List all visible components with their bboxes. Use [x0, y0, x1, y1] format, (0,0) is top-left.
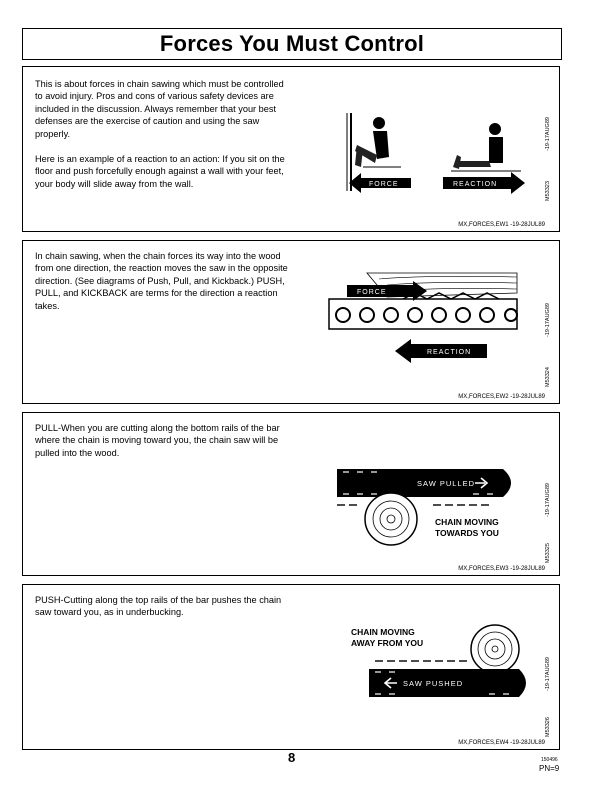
figure-date: -19-17AUG89 [545, 657, 551, 691]
reference-code: MX,FORCES,EW4 -19-28JUL89 [458, 740, 545, 746]
wall-push-illustration: FORCE REACTION [346, 113, 525, 194]
saw-pulled-illustration: SAW PULLED CHAIN MOVING TOWARDS YOU [337, 469, 511, 546]
chain-moving-label: CHAIN MOVING [351, 627, 415, 637]
force-label: FORCE [369, 181, 399, 188]
towards-you-label: TOWARDS YOU [435, 528, 499, 538]
paragraph: Here is an example of a reaction to an a… [35, 154, 285, 189]
section-forces-intro: This is about forces in chain sawing whi… [22, 66, 560, 232]
paragraph: This is about forces in chain sawing whi… [35, 79, 284, 139]
figure-id: M53326 [545, 717, 551, 737]
section-push: PUSH-Cutting along the top rails of the … [22, 584, 560, 750]
pn-label: PN=9 [539, 764, 560, 773]
figure-date: -19-17AUG89 [545, 303, 551, 337]
paragraph: PULL-When you are cutting along the bott… [35, 423, 280, 458]
chain-moving-label: CHAIN MOVING [435, 517, 499, 527]
section-chain-reaction: In chain sawing, when the chain forces i… [22, 240, 560, 404]
reaction-label: REACTION [427, 349, 471, 356]
saw-pushed-illustration: CHAIN MOVING AWAY FROM YOU SAW PUSHED [351, 624, 526, 697]
figure-id: M53323 [545, 181, 551, 201]
paragraph: In chain sawing, when the chain forces i… [35, 251, 288, 311]
reference-code: MX,FORCES,EW3 -19-28JUL89 [458, 566, 545, 572]
section-pull: PULL-When you are cutting along the bott… [22, 412, 560, 576]
saw-pushed-label: SAW PUSHED [403, 679, 463, 688]
chain-force-illustration: FORCE REACTION [328, 272, 518, 363]
figure-date: -19-17AUG89 [545, 483, 551, 517]
page-title: Forces You Must Control [159, 31, 425, 56]
paragraph: PUSH-Cutting along the top rails of the … [35, 595, 282, 618]
reference-code: MX,FORCES,EW1 -19-28JUL89 [458, 222, 545, 228]
force-label: FORCE [357, 289, 387, 296]
saw-pulled-label: SAW PULLED [417, 479, 475, 488]
reference-code: MX,FORCES,EW2 -19-28JUL89 [458, 394, 545, 400]
figure-date: -19-17AUG89 [545, 117, 551, 151]
title-box: Forces You Must Control [22, 28, 562, 60]
page-number: 8 [288, 750, 296, 765]
figure-id: M53325 [545, 543, 551, 563]
figure-id: M53324 [545, 367, 551, 387]
away-from-you-label: AWAY FROM YOU [351, 638, 423, 648]
document-code: 150496 [541, 757, 558, 763]
reaction-label: REACTION [453, 181, 497, 188]
